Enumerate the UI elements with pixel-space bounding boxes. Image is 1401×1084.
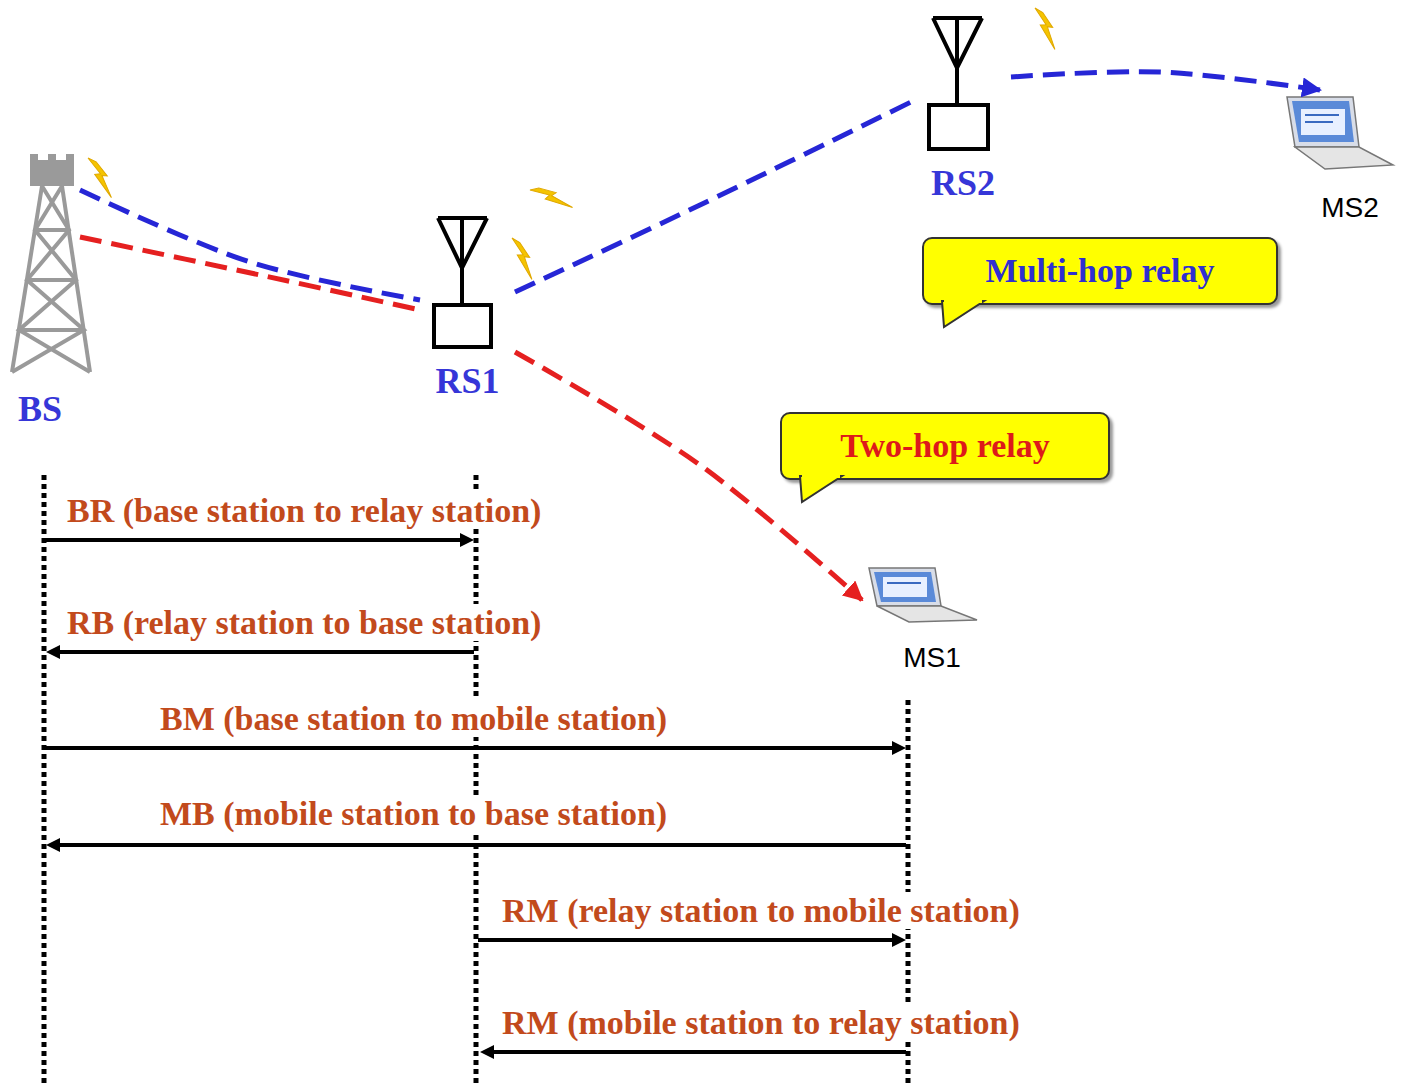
message-label: RM (relay station to mobile station): [500, 892, 1022, 929]
station-label: MS2: [1321, 193, 1379, 224]
callout-box: Two-hop relay: [780, 412, 1110, 480]
station-node: MS2: [1290, 90, 1401, 224]
laptop-icon: [1287, 97, 1393, 169]
station-node: MS1: [862, 562, 1002, 674]
callout-box: Multi-hop relay: [922, 237, 1278, 305]
callout-text: Multi-hop relay: [986, 251, 1215, 290]
message-label: RB (relay station to base station): [65, 604, 543, 641]
message-label-slot: RM (relay station to mobile station): [500, 891, 1022, 930]
station-node: BS: [0, 150, 80, 430]
message-label: MB (mobile station to base station): [158, 795, 669, 832]
message-label: BR (base station to relay station): [65, 492, 543, 529]
station-node: RS1: [420, 212, 515, 402]
callout-tail: [942, 301, 992, 329]
message-label-slot: MB (mobile station to base station): [158, 794, 669, 833]
relay-link: [515, 100, 915, 292]
station-label: RS2: [931, 164, 995, 204]
message-label: BM (base station to mobile station): [158, 700, 669, 737]
tower-icon: [12, 154, 90, 372]
station-node: RS2: [915, 12, 1011, 204]
message-label-slot: BR (base station to relay station): [65, 491, 543, 530]
lifelines: [44, 475, 908, 1084]
relay-antenna: [434, 218, 491, 347]
relay-link: [80, 237, 420, 310]
callout-text: Two-hop relay: [840, 426, 1049, 465]
relay-antenna: [929, 18, 988, 149]
station-label: RS1: [435, 362, 499, 402]
message-label-slot: RM (mobile station to relay station): [500, 1003, 1022, 1042]
relay-link: [80, 190, 420, 300]
relay-link: [515, 352, 862, 600]
message-label-slot: BM (base station to mobile station): [158, 699, 669, 738]
relay-link: [1011, 72, 1320, 90]
station-label: MS1: [903, 643, 961, 674]
laptop-icon: [869, 568, 977, 622]
station-label: BS: [18, 390, 62, 430]
callout-tail: [800, 476, 850, 504]
message-label: RM (mobile station to relay station): [500, 1004, 1022, 1041]
message-label-slot: RB (relay station to base station): [65, 603, 543, 642]
signal-bolts: [77, 8, 1068, 280]
message-arrows: [46, 533, 906, 1059]
